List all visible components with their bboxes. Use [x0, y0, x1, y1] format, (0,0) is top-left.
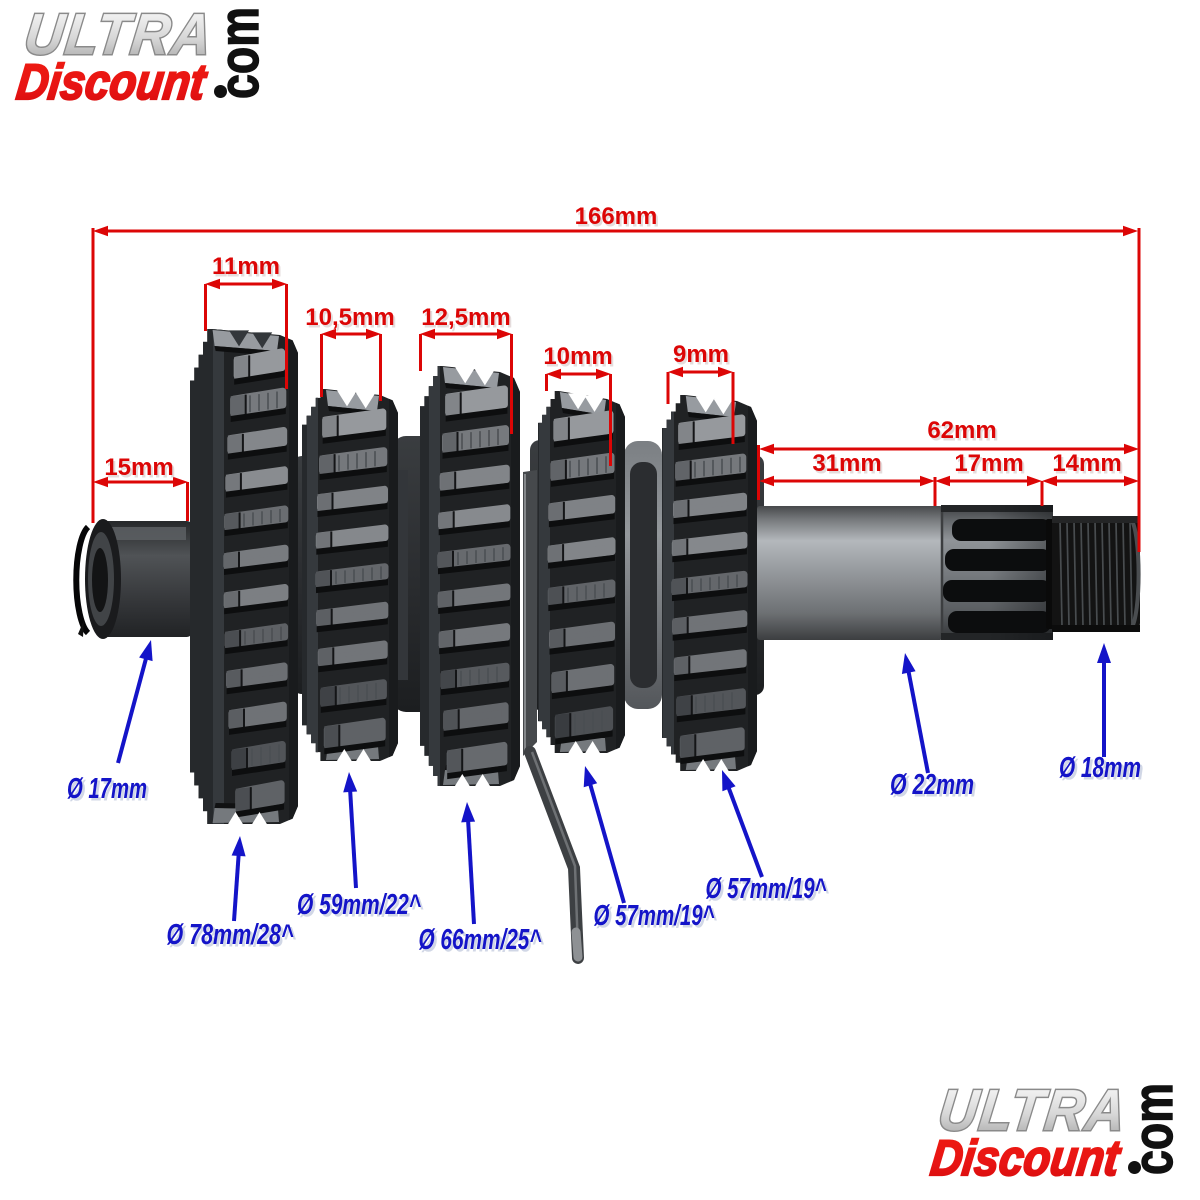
- svg-text:10,5mm: 10,5mm: [307, 307, 396, 334]
- svg-text:14mm: 14mm: [1052, 450, 1121, 477]
- svg-text:Discount: Discount: [14, 54, 211, 110]
- svg-text:Ø 59mm/22^: Ø 59mm/22^: [297, 889, 421, 921]
- svg-text:Ø 17mm: Ø 17mm: [70, 776, 150, 808]
- svg-text:Ø 78mm/28^: Ø 78mm/28^: [169, 922, 296, 954]
- svg-text:Ø 18mm: Ø 18mm: [1062, 755, 1144, 787]
- svg-text:ULTRA: ULTRA: [935, 1078, 1131, 1143]
- svg-text:10mm: 10mm: [545, 346, 614, 373]
- svg-text:Ø 57mm/19^: Ø 57mm/19^: [708, 876, 829, 908]
- svg-text:12,5mm: 12,5mm: [421, 304, 510, 331]
- svg-text:Discount: Discount: [928, 1130, 1125, 1186]
- svg-text:Ø 22mm: Ø 22mm: [893, 772, 977, 804]
- svg-text:15mm: 15mm: [106, 457, 175, 484]
- svg-text:com: com: [207, 7, 270, 99]
- svg-text:62mm: 62mm: [929, 420, 998, 447]
- svg-text:Ø 66mm/25^: Ø 66mm/25^: [419, 924, 542, 956]
- svg-text:Ø 18mm: Ø 18mm: [1059, 752, 1141, 784]
- svg-text:14mm: 14mm: [1054, 453, 1123, 480]
- svg-text:11mm: 11mm: [214, 256, 282, 283]
- svg-text:Ø 17mm: Ø 17mm: [67, 773, 147, 805]
- svg-text:com: com: [1121, 1083, 1184, 1175]
- svg-text:Ø 78mm/28^: Ø 78mm/28^: [167, 919, 294, 951]
- svg-text:31mm: 31mm: [814, 453, 883, 480]
- svg-text:10,5mm: 10,5mm: [305, 304, 394, 331]
- svg-text:9mm: 9mm: [673, 341, 729, 368]
- svg-text:17mm: 17mm: [956, 453, 1025, 480]
- svg-text:Ø 59mm/22^: Ø 59mm/22^: [300, 892, 424, 924]
- svg-text:11mm: 11mm: [212, 253, 280, 280]
- svg-text:Ø 57mm/19^: Ø 57mm/19^: [706, 873, 827, 905]
- svg-text:9mm: 9mm: [675, 344, 731, 371]
- svg-text:10mm: 10mm: [543, 343, 612, 370]
- svg-text:62mm: 62mm: [927, 417, 996, 444]
- svg-text:166mm: 166mm: [575, 203, 658, 230]
- svg-text:31mm: 31mm: [812, 450, 881, 477]
- svg-text:15mm: 15mm: [104, 454, 173, 481]
- svg-text:166mm: 166mm: [577, 206, 660, 233]
- svg-text:12,5mm: 12,5mm: [423, 307, 512, 334]
- svg-text:Ø 57mm/19^: Ø 57mm/19^: [594, 900, 715, 932]
- svg-text:17mm: 17mm: [954, 450, 1023, 477]
- svg-text:Ø 22mm: Ø 22mm: [890, 769, 974, 801]
- svg-text:ULTRA: ULTRA: [21, 2, 217, 67]
- svg-text:Ø 57mm/19^: Ø 57mm/19^: [596, 903, 717, 935]
- svg-text:Ø 66mm/25^: Ø 66mm/25^: [421, 927, 544, 959]
